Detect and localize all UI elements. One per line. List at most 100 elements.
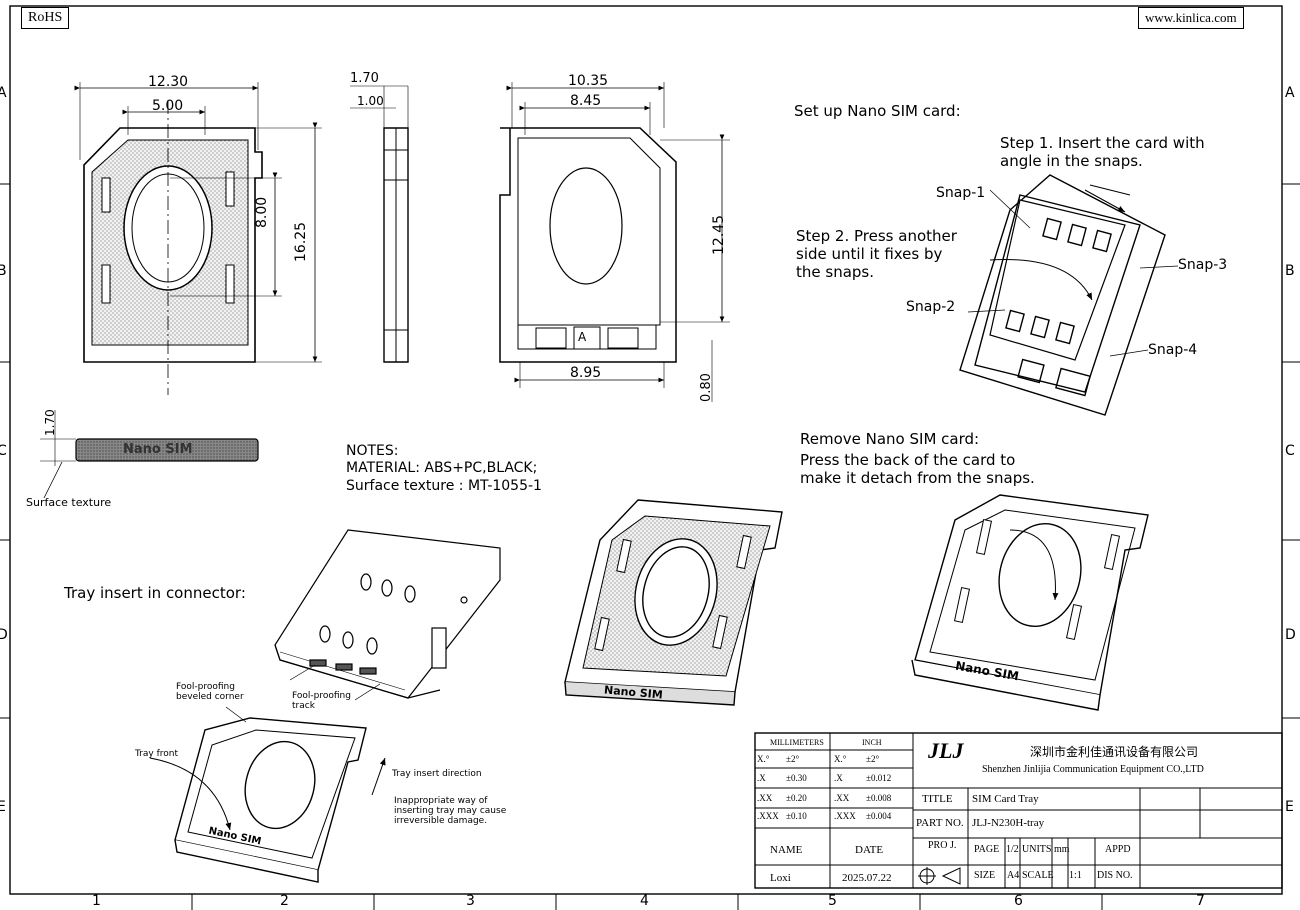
title-label: TITLE [922, 793, 953, 805]
notes-material: MATERIAL: ABS+PC,BLACK; [346, 460, 538, 476]
snap1-label: Snap-1 [936, 185, 986, 201]
row-label-a: A [0, 85, 7, 101]
step2-text: Step 2. Press another side until it fixe… [796, 227, 957, 281]
remove-heading: Remove Nano SIM card: [800, 430, 980, 448]
name-label: NAME [770, 844, 803, 856]
insert-direction-label: Tray insert direction [392, 769, 482, 779]
dim-1-70-top: 1.70 [350, 71, 379, 86]
part-no-value: JLJ-N230H-tray [972, 817, 1045, 829]
tol-r3-c3: ±0.004 [866, 811, 892, 821]
dim-16-25: 16.25 [293, 221, 309, 262]
dim-12-30: 12.30 [148, 74, 189, 90]
step1-text: Step 1. Insert the card with angle in th… [1000, 134, 1205, 170]
tray-isometric-large [564, 499, 783, 706]
company-logo: JLJ [928, 738, 964, 763]
col-label-2: 2 [280, 893, 289, 909]
tol-r0-c0: X.° [757, 754, 770, 764]
tol-r1-c3: ±0.012 [866, 773, 892, 783]
tray-insert-heading: Tray insert in connector: [64, 584, 246, 602]
snap3-label: Snap-3 [1178, 257, 1228, 273]
tol-r1-c0: .X [757, 773, 766, 783]
col-label-5: 5 [828, 893, 837, 909]
page-value: 1/2 [1006, 844, 1019, 855]
remove-card-illustration [911, 494, 1149, 711]
dim-8-45: 8.45 [570, 93, 602, 109]
nano-sim-side-label: Nano SIM [123, 442, 193, 457]
dim-0-80: 0.80 [699, 373, 714, 402]
title-block [754, 732, 1283, 889]
dis-no-label: DIS NO. [1097, 870, 1133, 881]
tol-r0-c3: ±2° [866, 754, 880, 764]
tray-top-view [74, 82, 322, 395]
page-label: PAGE [974, 844, 1000, 855]
tol-r3-c2: .XXX [834, 811, 856, 821]
dim-side-1-70: 1.70 [43, 409, 57, 436]
size-value: A4 [1007, 870, 1020, 881]
dim-8-95: 8.95 [570, 365, 602, 381]
notes-title: NOTES: [346, 443, 399, 459]
snap2-label: Snap-2 [906, 299, 956, 315]
dim-5-00: 5.00 [152, 98, 184, 114]
company-name-cn: 深圳市金利佳通讯设备有限公司 [1030, 745, 1199, 759]
tol-r2-c2: .XX [834, 793, 850, 803]
warning-label: Inappropriate way of inserting tray may … [394, 796, 507, 826]
rohs-badge: RoHS [21, 7, 70, 29]
tol-r2-c0: .XX [757, 793, 773, 803]
website-label: www.kinlica.com [1138, 7, 1244, 29]
col-label-4: 4 [640, 893, 649, 909]
tray-outline-view [499, 82, 730, 402]
company-name-en: Shenzhen Jinlijia Communication Equipmen… [982, 764, 1204, 775]
row-label-e: E [0, 799, 6, 815]
remove-text: Press the back of the card to make it de… [800, 451, 1035, 487]
col-label-1: 1 [92, 893, 101, 909]
setup-card-illustration [959, 174, 1179, 416]
col-label-6: 6 [1014, 893, 1023, 909]
scale-value: 1:1 [1069, 870, 1082, 881]
date-value: 2025.07.22 [842, 872, 892, 884]
row-label-b-right: B [1285, 263, 1295, 279]
col-label-3: 3 [466, 893, 475, 909]
dim-1-00: 1.00 [357, 94, 384, 108]
row-label-e-right: E [1285, 799, 1294, 815]
units-value: mm [1054, 844, 1070, 855]
proj-label: PRO J. [928, 840, 957, 851]
dim-12-45: 12.45 [711, 214, 727, 255]
row-label-c: C [0, 443, 7, 459]
tol-r2-c3: ±0.008 [866, 793, 892, 803]
row-label-c-right: C [1285, 443, 1295, 459]
appd-label: APPD [1105, 844, 1131, 855]
part-no-label: PART NO. [916, 817, 964, 829]
date-label: DATE [855, 844, 884, 856]
row-label-b: B [0, 263, 7, 279]
units-label: UNITS [1022, 844, 1052, 855]
connector-illustration [274, 529, 501, 701]
tol-r3-c1: ±0.10 [786, 811, 807, 821]
tray-front-label: Tray front [135, 749, 178, 759]
col-label-7: 7 [1196, 893, 1205, 909]
scale-label: SCALE [1022, 870, 1054, 881]
tol-head-inch: INCH [862, 738, 882, 747]
tol-r1-c2: .X [834, 773, 843, 783]
tol-r1-c1: ±0.30 [786, 773, 807, 783]
row-label-d-right: D [1285, 627, 1296, 643]
title-value: SIM Card Tray [972, 793, 1039, 805]
row-label-a-right: A [1285, 85, 1295, 101]
fool-proofing-corner-label: Fool-proofing beveled corner [176, 682, 244, 702]
name-value: Loxi [770, 872, 791, 884]
tol-r3-c0: .XXX [757, 811, 779, 821]
fool-proofing-track-label: Fool-proofing track [292, 691, 351, 711]
tol-r2-c1: ±0.20 [786, 793, 807, 803]
size-label: SIZE [974, 870, 996, 881]
tray-side-view [350, 85, 409, 363]
sheet-border [0, 5, 1300, 910]
tol-r0-c2: X.° [834, 754, 847, 764]
snap4-label: Snap-4 [1148, 342, 1198, 358]
dim-8-00: 8.00 [254, 196, 270, 228]
setup-heading: Set up Nano SIM card: [794, 102, 961, 120]
tray-insertion-illustration [149, 706, 386, 883]
tab-a-label: A [578, 330, 587, 344]
row-label-d: D [0, 627, 8, 643]
surface-texture-label: Surface texture [26, 496, 112, 509]
notes-texture: Surface texture : MT-1055-1 [346, 478, 542, 494]
